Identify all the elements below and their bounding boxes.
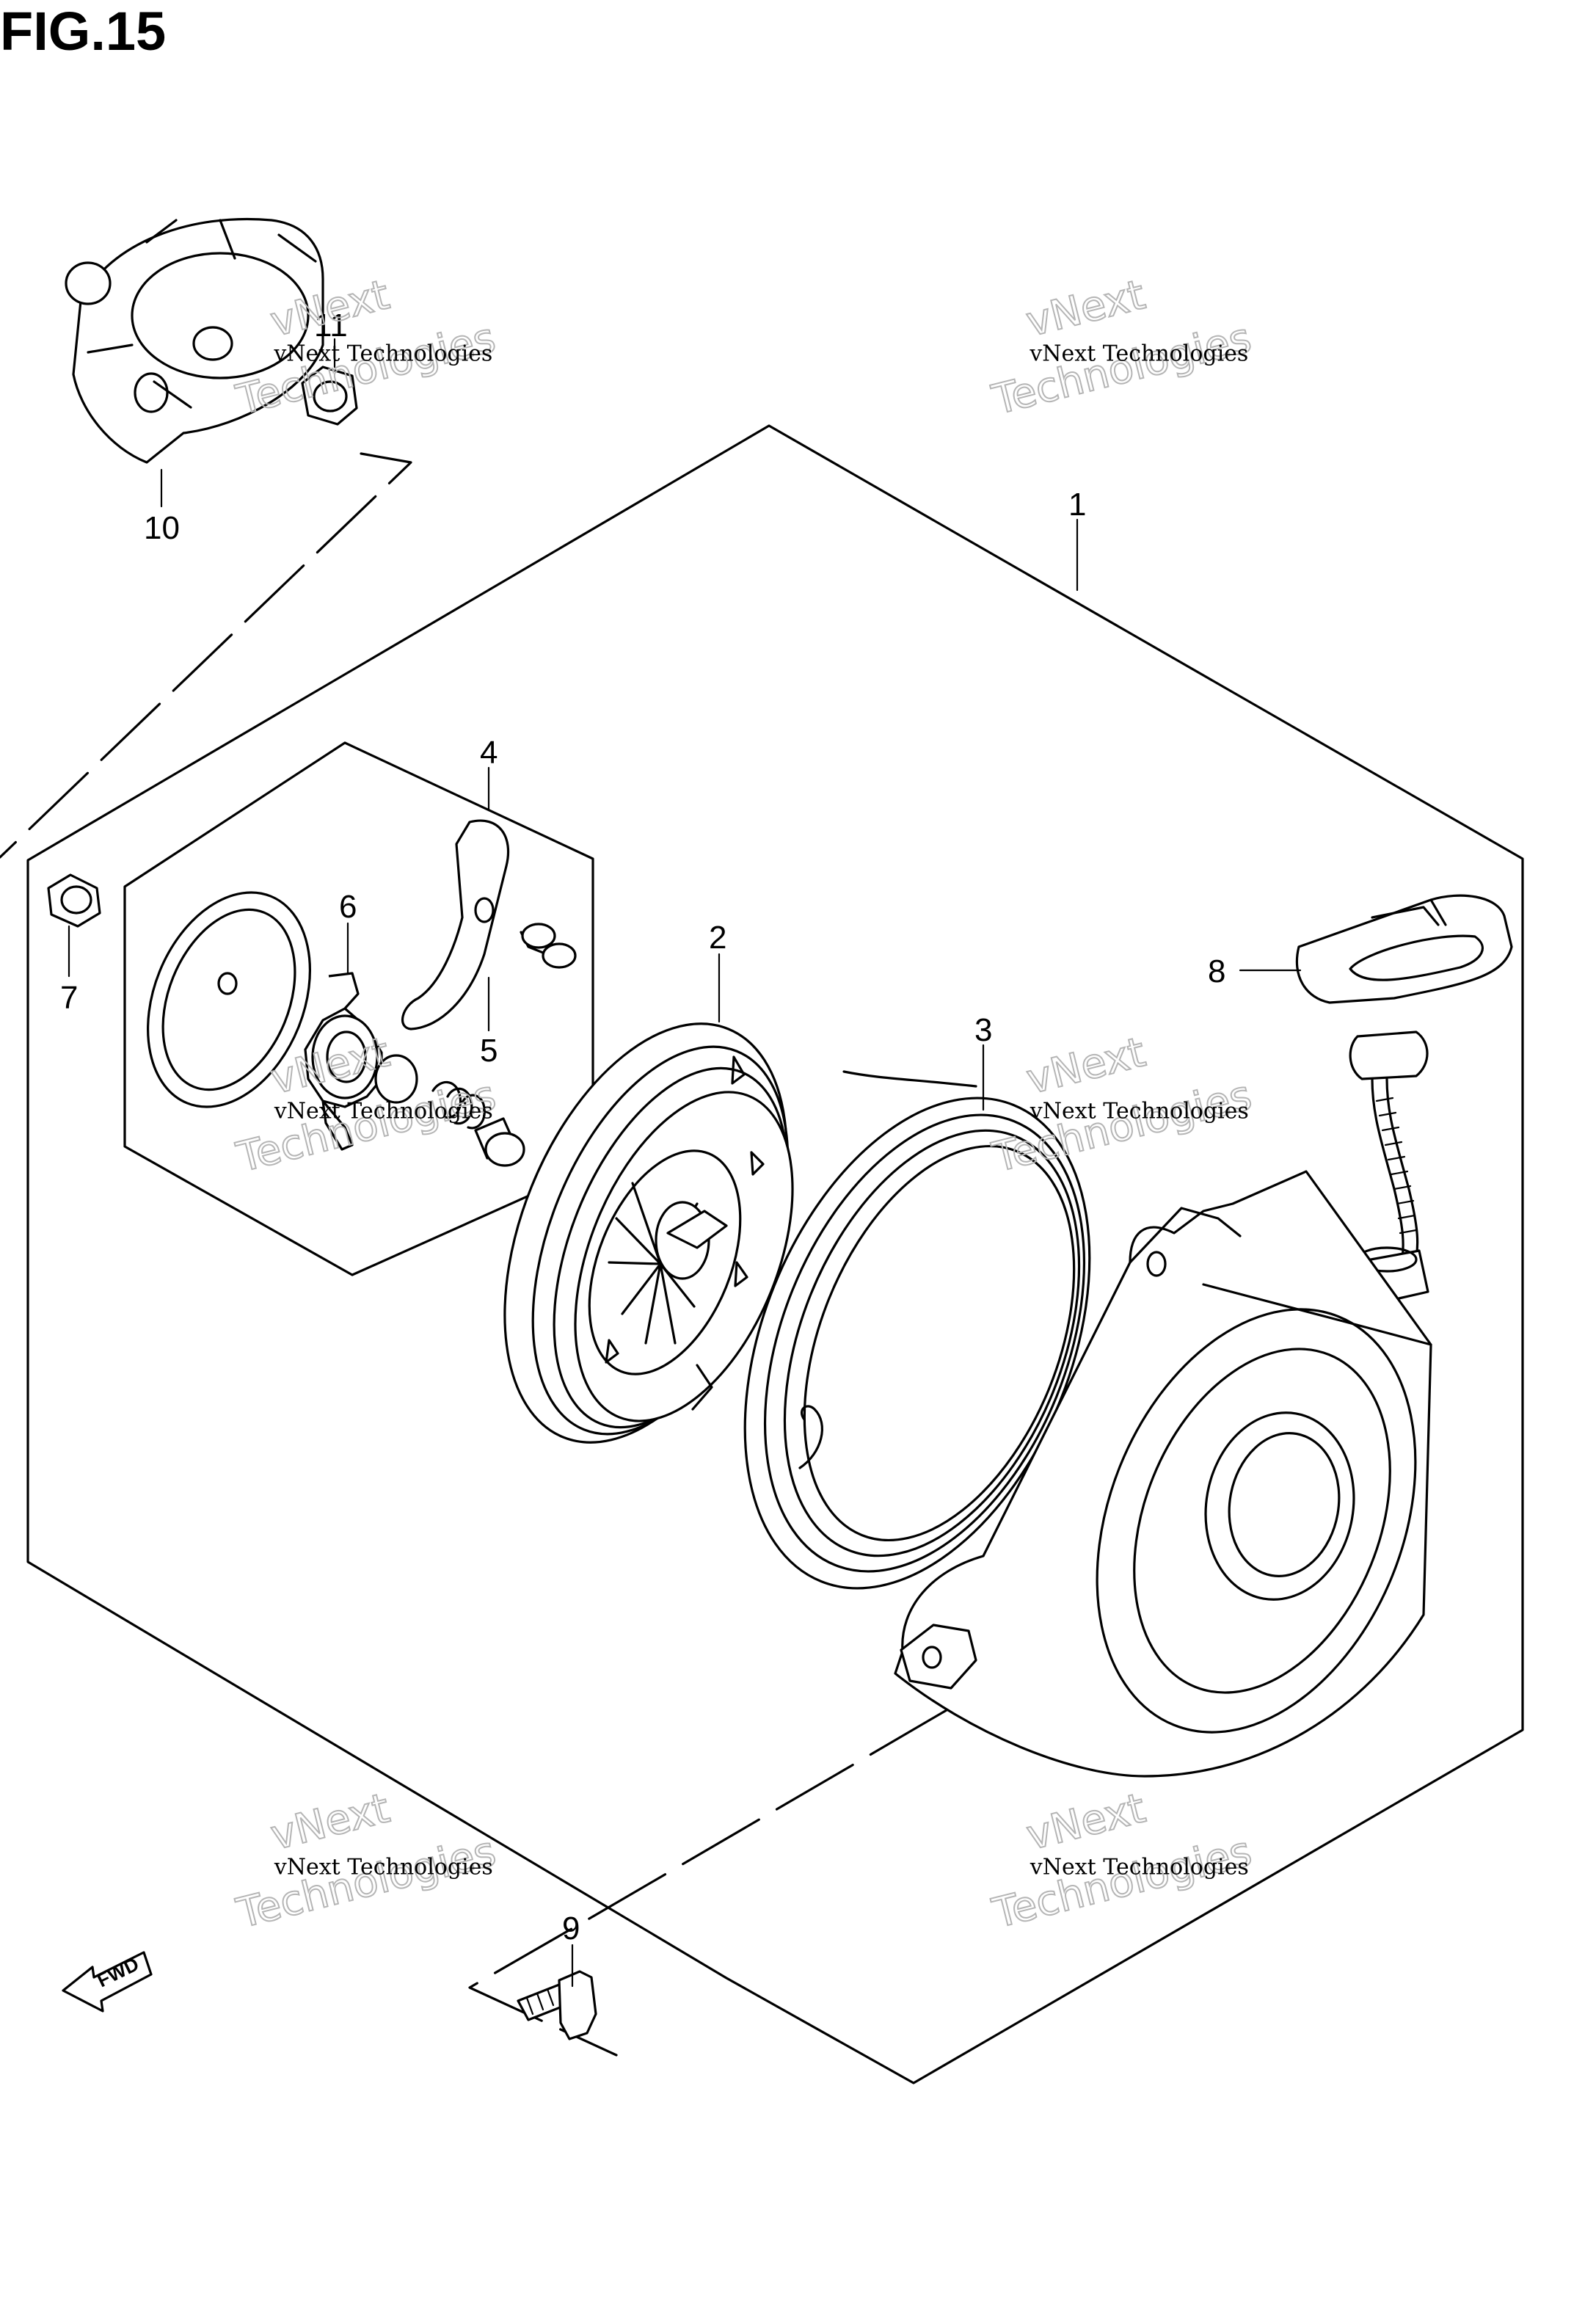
svg-text:vNext Technologies: vNext Technologies [1029, 341, 1248, 366]
svg-text:vNext Technologies: vNext Technologies [274, 1854, 493, 1880]
svg-text:Technologies: Technologies [988, 1828, 1256, 1938]
svg-text:Technologies: Technologies [988, 1072, 1256, 1182]
callout-2: 2 [709, 920, 726, 956]
svg-text:vNext: vNext [1021, 271, 1149, 346]
starter-case [894, 1170, 1432, 1778]
callout-10: 10 [144, 510, 180, 546]
part-11-nut [301, 366, 358, 426]
svg-text:Technologies: Technologies [988, 314, 1256, 424]
callout-11: 11 [314, 308, 348, 343]
watermark-top-right: vNext Technologies vNext Technologies [987, 270, 1257, 425]
watermark-middle-right: vNext Technologies vNext Technologies [987, 1028, 1257, 1182]
part-4-ratchet-pawl [401, 819, 510, 1030]
figure-title: FIG.15 [0, 1, 166, 62]
part-10-ratchet-cup [65, 217, 324, 464]
svg-text:vNext: vNext [1022, 1784, 1150, 1860]
watermark-bottom-left: vNext Technologies vNext Technologies [231, 1784, 501, 1938]
part-7-bolt [47, 873, 101, 928]
svg-text:vNext Technologies: vNext Technologies [1030, 1854, 1249, 1880]
callout-4: 4 [480, 735, 498, 771]
svg-text:vNext Technologies: vNext Technologies [274, 1098, 493, 1124]
callout-6: 6 [339, 889, 357, 925]
spring-and-collar-set [374, 1054, 525, 1167]
svg-text:vNext Technologies: vNext Technologies [273, 341, 492, 366]
part-2-reel [503, 1022, 977, 1444]
callout-1: 1 [1068, 487, 1086, 523]
svg-text:Technologies: Technologies [232, 1828, 500, 1938]
assembly-outline-hexagon [26, 424, 1524, 2084]
watermark-bottom-right: vNext Technologies vNext Technologies [987, 1784, 1257, 1938]
fwd-direction-badge: FWD [62, 1951, 153, 2013]
part-5-pin [520, 923, 577, 969]
callout-8: 8 [1208, 953, 1225, 989]
callout-9: 9 [562, 1911, 580, 1946]
callout-5: 5 [480, 1033, 498, 1069]
connector-line-top [0, 452, 412, 859]
part-6-friction-plate [304, 972, 383, 1151]
guide-plate [147, 891, 311, 1108]
svg-text:vNext: vNext [1022, 1028, 1150, 1104]
connector-line-bottom [468, 1709, 948, 2057]
svg-text:vNext Technologies: vNext Technologies [1030, 1098, 1249, 1124]
callout-7: 7 [60, 980, 78, 1016]
svg-text:vNext: vNext [266, 1784, 394, 1860]
callout-3: 3 [974, 1012, 992, 1048]
part-9-bolt [517, 1970, 597, 2040]
